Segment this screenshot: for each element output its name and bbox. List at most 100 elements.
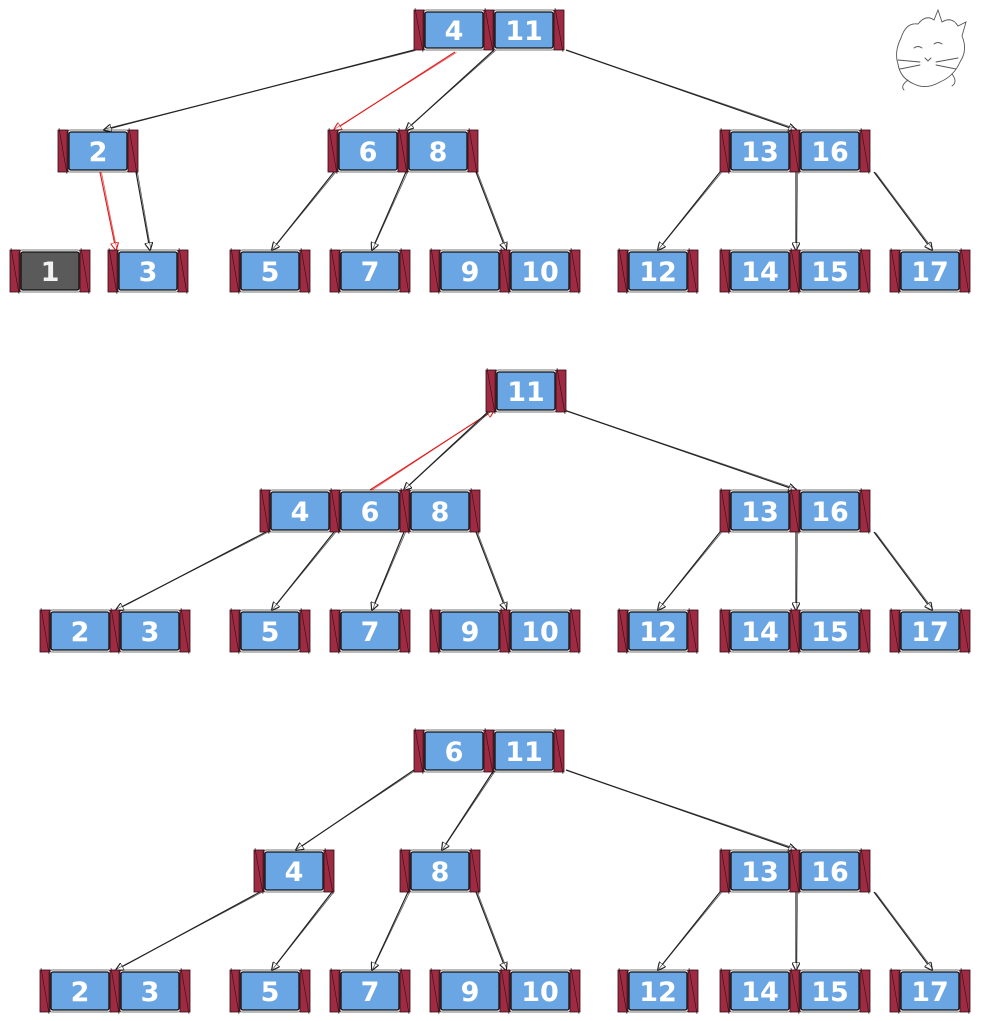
tree-stage-1-edges <box>99 49 933 250</box>
key-box <box>340 971 400 1011</box>
key-box <box>730 971 790 1011</box>
key-label: 2 <box>71 977 90 1008</box>
edge-a-n68-to-a-l5 <box>272 171 336 250</box>
key-label: 9 <box>461 257 480 288</box>
key-label: 10 <box>521 977 559 1008</box>
edges-layer <box>99 49 933 970</box>
key-label: 5 <box>261 617 280 648</box>
edge-a-root-to-a-n68 <box>406 49 496 130</box>
edge-c-n8-to-c-l910 <box>475 891 507 970</box>
key-box <box>900 971 960 1011</box>
key-label: 6 <box>445 737 464 768</box>
btree-node-c-l17: 17 <box>889 967 971 1015</box>
key-label: 2 <box>89 137 108 168</box>
key-label: 3 <box>141 617 160 648</box>
key-box <box>510 971 570 1011</box>
key-box <box>510 611 570 651</box>
key-box <box>900 611 960 651</box>
key-label: 6 <box>359 137 378 168</box>
btree-node-b-l12: 12 <box>617 607 699 655</box>
key-box <box>50 611 110 651</box>
key-label: 8 <box>431 497 450 528</box>
key-label: 5 <box>261 257 280 288</box>
key-box <box>800 491 860 531</box>
edge-b-root-to-b-n1316 <box>563 409 797 490</box>
btree-node-a-root: 4 11 <box>413 7 565 53</box>
edge-c-n4-to-c-l5 <box>272 891 334 970</box>
key-label: 3 <box>141 977 160 1008</box>
key-box <box>120 611 180 651</box>
key-label: 4 <box>285 857 304 888</box>
btree-node-b-l7: 7 <box>329 607 411 655</box>
key-box <box>440 611 500 651</box>
key-label: 9 <box>461 617 480 648</box>
key-box <box>424 11 484 49</box>
key-label: 7 <box>361 617 380 648</box>
btree-node-a-n2: 2 <box>57 127 139 175</box>
key-box <box>118 251 178 291</box>
key-box <box>338 131 398 171</box>
btree-node-a-l17: 17 <box>889 247 971 295</box>
key-box <box>270 491 330 531</box>
key-box <box>510 251 570 291</box>
key-box <box>120 971 180 1011</box>
btree-node-c-l7: 7 <box>329 967 411 1015</box>
edge-a-n1316-to-a-l12 <box>658 171 722 250</box>
removed-key-box <box>20 251 80 291</box>
key-box <box>440 251 500 291</box>
key-label: 7 <box>361 977 380 1008</box>
edge-c-root-to-c-n4 <box>296 769 416 850</box>
key-label: 11 <box>505 16 543 47</box>
key-box <box>730 611 790 651</box>
btree-node-c-l910: 9 10 <box>429 967 581 1015</box>
key-label: 17 <box>911 617 949 648</box>
key-label: 3 <box>139 257 158 288</box>
edge-c-n1316-to-c-l17 <box>873 891 933 970</box>
edge-b-n468-to-b-l910 <box>475 531 507 610</box>
key-label: 2 <box>71 617 90 648</box>
key-label: 16 <box>811 497 849 528</box>
edge-c-n4-to-c-l23 <box>116 891 262 970</box>
key-label: 14 <box>741 257 779 288</box>
key-label: 10 <box>521 257 559 288</box>
key-box <box>628 251 688 291</box>
key-box <box>628 971 688 1011</box>
key-label: 17 <box>911 977 949 1008</box>
edge-b-n468-to-b-root-highlight <box>369 408 495 491</box>
key-label: 5 <box>261 977 280 1008</box>
key-box <box>340 611 400 651</box>
edge-a-n1316-to-a-l17 <box>873 171 933 250</box>
key-box <box>408 131 468 171</box>
edge-c-n1316-to-c-l12 <box>658 891 722 970</box>
key-box <box>340 251 400 291</box>
key-box <box>800 131 860 171</box>
key-box <box>900 251 960 291</box>
btree-node-b-l5: 5 <box>229 607 311 655</box>
tree-stage-2-edges <box>116 408 933 610</box>
key-label: 9 <box>461 977 480 1008</box>
key-box <box>494 11 554 49</box>
key-label: 14 <box>741 617 779 648</box>
key-box <box>730 131 790 171</box>
btree-node-b-l910: 9 10 <box>429 607 581 655</box>
key-box <box>800 611 860 651</box>
edge-b-n468-to-b-l5 <box>272 531 336 610</box>
edge-a-root-to-a-n68-highlight <box>334 51 457 130</box>
key-label: 12 <box>639 617 677 648</box>
tree-stage-3-edges <box>116 769 933 970</box>
key-box <box>628 611 688 651</box>
key-label: 16 <box>811 857 849 888</box>
key-label: 4 <box>445 16 464 47</box>
key-label: 10 <box>521 617 559 648</box>
btree-node-c-n4: 4 <box>253 847 335 895</box>
edge-c-root-to-c-n1316 <box>565 769 797 850</box>
key-label: 7 <box>361 257 380 288</box>
btree-node-c-l12: 12 <box>617 967 699 1015</box>
btree-node-a-l910: 9 10 <box>429 247 581 295</box>
key-box <box>800 971 860 1011</box>
